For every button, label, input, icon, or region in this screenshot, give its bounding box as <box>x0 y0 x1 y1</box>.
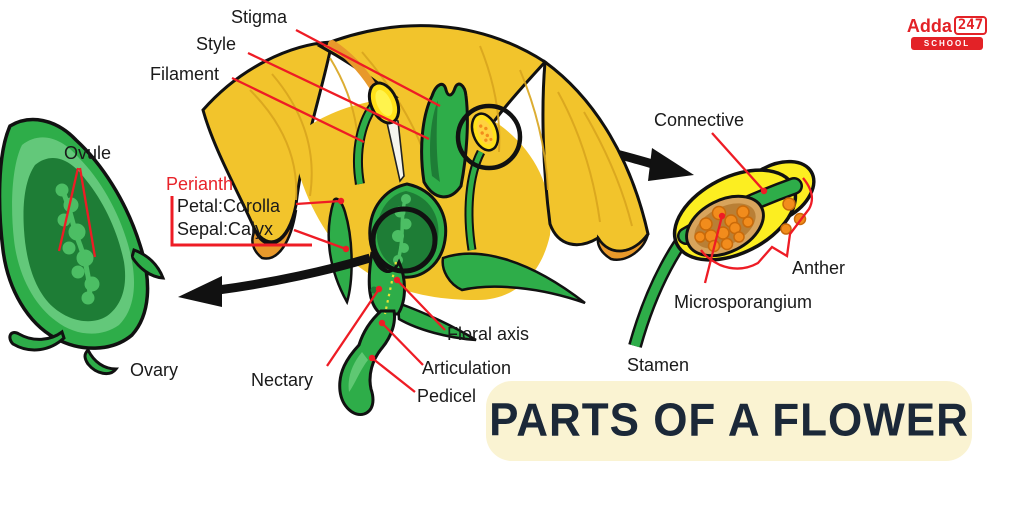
leader-dots <box>337 187 768 362</box>
brand-number: 247 <box>953 16 988 35</box>
leader-floral-axis <box>396 279 446 331</box>
ovary-closeup-tail-left <box>8 329 66 352</box>
leader-stigma <box>295 28 441 108</box>
brand-name: Adda <box>906 15 952 36</box>
right-filament-fill <box>466 150 484 251</box>
leader-ovule-2 <box>78 167 97 258</box>
brand-tagline: SCHOOL <box>911 37 983 50</box>
leader-nectary <box>326 288 380 367</box>
leader-lines <box>57 28 814 393</box>
label-floral-axis: Floral axis <box>447 324 529 344</box>
label-ovule: Ovule <box>64 143 111 163</box>
magnifier-circle-anther <box>455 103 523 171</box>
label-nectary: Nectary <box>251 370 313 390</box>
label-petal-corolla: Petal:Corolla <box>177 196 281 216</box>
flower-illustration <box>201 24 650 417</box>
title-banner: PARTS OF A FLOWER <box>486 381 972 461</box>
sepal-right <box>441 252 586 305</box>
pedicel-highlight <box>348 352 368 392</box>
label-sepal-calyx: Sepal:Calyx <box>177 219 273 239</box>
label-articulation: Articulation <box>422 358 511 378</box>
label-stamen: Stamen <box>627 355 689 375</box>
leader-articulation <box>381 322 424 366</box>
label-pedicel: Pedicel <box>417 386 476 406</box>
label-perianth: Perianth <box>166 174 233 194</box>
petal-right-underside <box>596 233 650 261</box>
label-anther: Anther <box>792 258 845 278</box>
magnifier-circle-ovary <box>370 206 438 274</box>
pedicel-stem <box>338 309 396 417</box>
label-connective: Connective <box>654 110 744 130</box>
ovule-chain <box>55 183 100 305</box>
leader-ovule-1 <box>57 167 80 252</box>
brand-logo: Adda 247 SCHOOL <box>903 16 991 50</box>
anther-brace <box>700 177 814 270</box>
petal-left <box>201 40 334 244</box>
right-anther <box>470 112 500 152</box>
label-filament: Filament <box>150 64 219 84</box>
label-stigma: Stigma <box>231 7 288 27</box>
leader-style <box>247 51 430 141</box>
magnify-arrow-left <box>178 253 372 307</box>
leader-sepal <box>293 228 347 251</box>
ovary-closeup-tail-center <box>83 347 120 376</box>
nectary-spot <box>370 286 378 294</box>
ovary-closeup-thorn <box>130 248 166 280</box>
leader-filament <box>231 76 365 144</box>
leader-connective <box>711 132 765 192</box>
ovary-closeup <box>0 117 166 376</box>
leader-microsporangium <box>703 215 724 284</box>
label-style: Style <box>196 34 236 54</box>
perianth-bracket <box>170 196 312 247</box>
leader-pedicel <box>371 357 416 393</box>
label-microsporangium: Microsporangium <box>674 292 812 312</box>
page-title: PARTS OF A FLOWER <box>489 394 969 447</box>
pistil-shade <box>430 100 440 182</box>
leader-petal <box>295 199 342 206</box>
label-ovary: Ovary <box>130 360 178 380</box>
